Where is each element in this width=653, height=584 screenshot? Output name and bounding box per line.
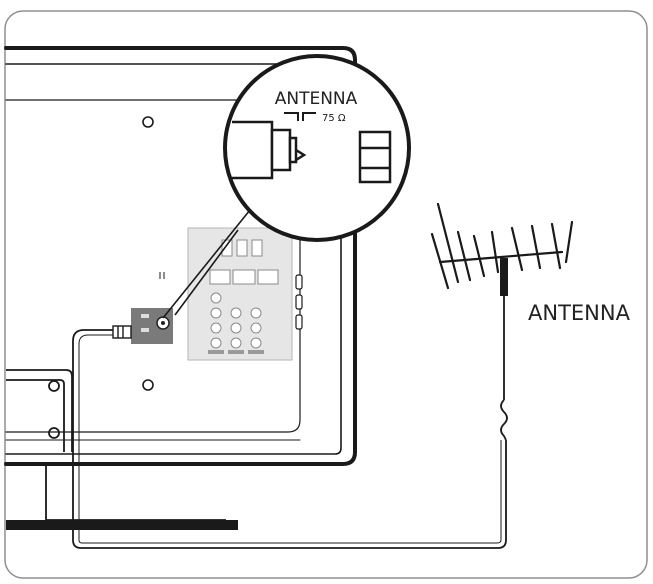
tv-stand-base bbox=[6, 520, 238, 530]
cable-break-symbol bbox=[500, 399, 508, 441]
antenna-label: ANTENNA bbox=[528, 301, 631, 325]
antenna-icon bbox=[430, 202, 574, 290]
antenna-mast-connector bbox=[500, 258, 508, 296]
panel-marks bbox=[159, 272, 165, 279]
callout-impedance: 75 Ω bbox=[322, 113, 346, 124]
magnified-callout bbox=[223, 54, 411, 242]
coax-plug bbox=[112, 325, 132, 339]
mount-hole-bottom bbox=[142, 379, 154, 391]
callout-title: ANTENNA bbox=[275, 89, 358, 109]
coax-cable bbox=[72, 329, 507, 549]
callout-leaders bbox=[162, 199, 259, 319]
io-panel bbox=[187, 227, 293, 361]
port-symbol-icon bbox=[284, 112, 316, 121]
side-buttons bbox=[295, 274, 303, 330]
diagram-frame bbox=[4, 10, 648, 579]
mount-hole-top bbox=[142, 116, 154, 128]
coax-cable-inner bbox=[78, 334, 502, 544]
